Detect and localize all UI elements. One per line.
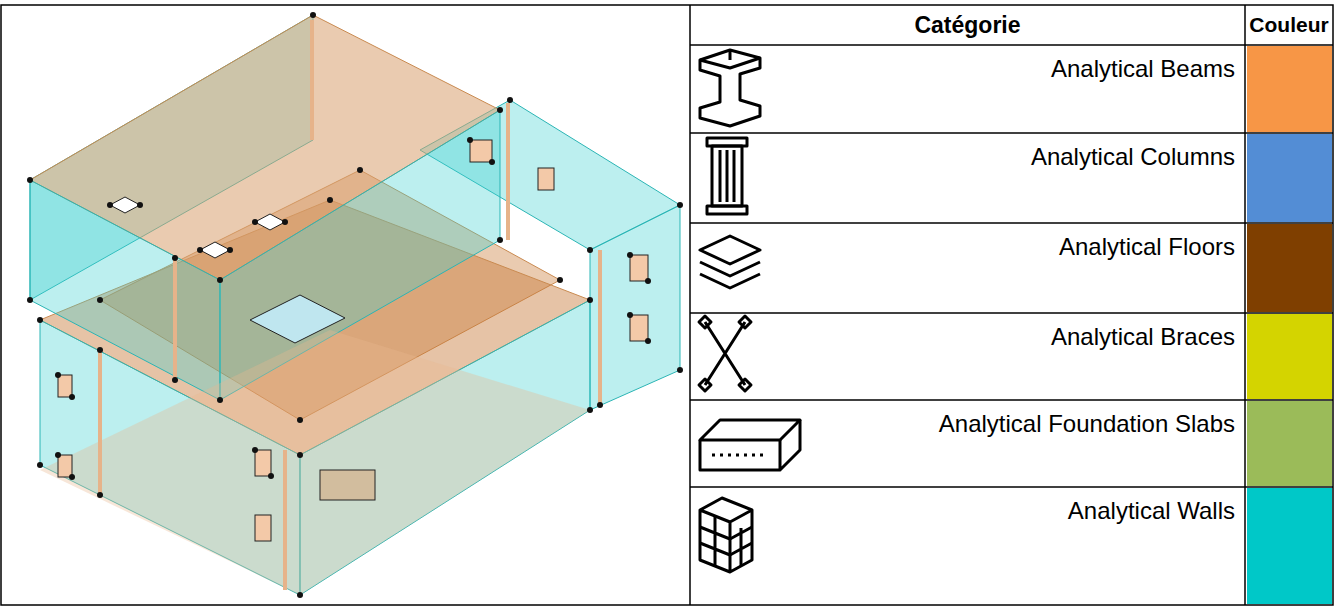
category-name: Analytical Floors — [1059, 233, 1235, 261]
category-name: Analytical Braces — [1051, 323, 1235, 351]
color-swatch — [1247, 488, 1332, 604]
color-swatch — [1247, 401, 1332, 486]
building-model — [0, 0, 690, 609]
nodes-dots — [27, 12, 683, 598]
category-name: Analytical Beams — [1051, 55, 1235, 83]
category-name: Analytical Walls — [1068, 497, 1235, 525]
table-header: Couleur — [1249, 13, 1328, 37]
openings — [58, 140, 648, 541]
table-header: Catégorie — [914, 12, 1020, 38]
category-name: Analytical Foundation Slabs — [939, 410, 1235, 438]
color-swatch — [1247, 134, 1332, 222]
wall-icon — [700, 498, 752, 572]
braces-icon — [699, 316, 751, 391]
columns — [100, 20, 600, 590]
column-icon — [707, 138, 747, 214]
beam-icon — [700, 50, 760, 126]
foundation-slab-icon — [700, 420, 800, 470]
color-swatch — [1247, 46, 1332, 132]
category-name: Analytical Columns — [1031, 143, 1235, 171]
color-swatch — [1247, 314, 1332, 399]
wall-panel — [590, 205, 680, 410]
floors-icon — [700, 236, 760, 288]
color-swatch — [1247, 224, 1332, 312]
foundation-panel — [40, 330, 590, 595]
